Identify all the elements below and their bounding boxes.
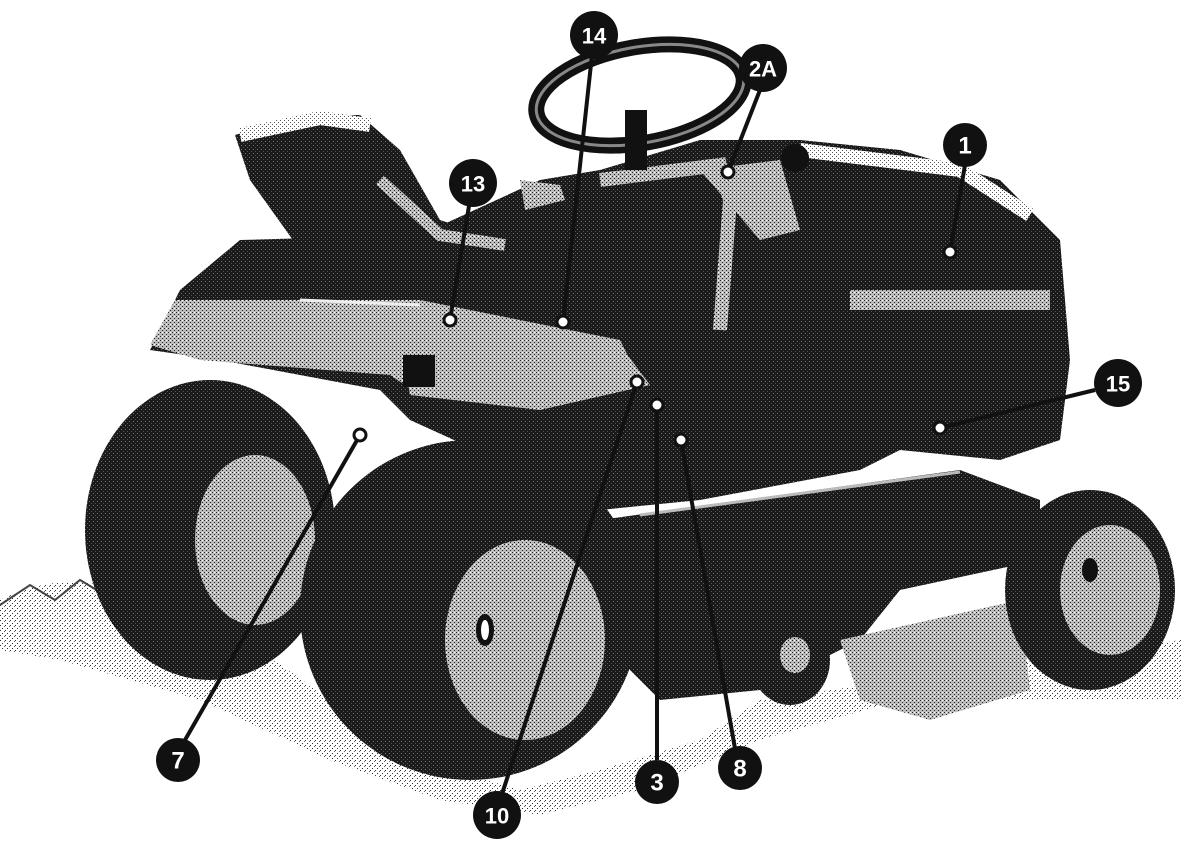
front-wheel — [1005, 490, 1175, 690]
callout-label-14: 14 — [582, 24, 607, 49]
rear-wheel-left — [85, 380, 335, 680]
callout-7: 7 — [156, 738, 200, 782]
callout-label-15: 15 — [1106, 372, 1130, 397]
callout-10: 10 — [473, 791, 521, 839]
callout-13: 13 — [449, 159, 497, 207]
callout-label-1: 1 — [958, 133, 971, 160]
callout-14: 14 — [570, 11, 618, 59]
callout-label-3: 3 — [650, 770, 663, 797]
callout-1: 1 — [943, 123, 987, 167]
callout-label-8: 8 — [733, 756, 746, 783]
callout-3: 3 — [635, 760, 679, 804]
callout-8: 8 — [718, 746, 762, 790]
callout-2a: 2A — [739, 44, 787, 92]
callout-15: 15 — [1094, 359, 1142, 407]
callout-label-10: 10 — [485, 804, 509, 829]
callout-label-2a: 2A — [749, 57, 777, 82]
callout-label-7: 7 — [171, 748, 184, 775]
mower-deck — [600, 470, 1040, 720]
callout-label-13: 13 — [461, 172, 485, 197]
